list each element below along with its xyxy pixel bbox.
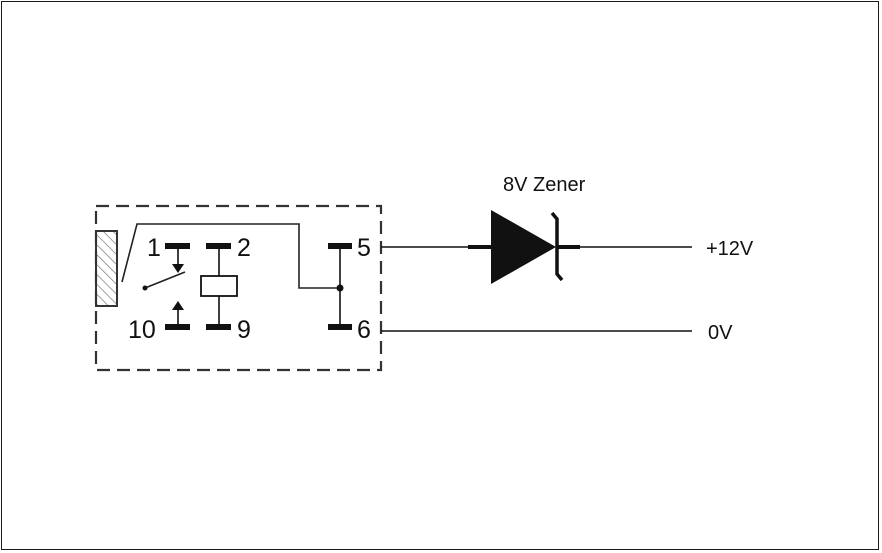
pin-10-arrow-head [172, 301, 184, 310]
pin-1-arrow-head [172, 264, 184, 273]
pin-1-label: 1 [147, 234, 161, 262]
pin-10-label: 10 [128, 316, 156, 344]
pin-5-pad [328, 243, 352, 249]
relay-coil [200, 275, 238, 297]
internal-wire [121, 223, 340, 289]
ground-label: 0V [708, 322, 733, 344]
bus-junction-dot [336, 284, 344, 292]
pin-6-pad [328, 324, 352, 330]
pin-10-pad [165, 324, 190, 330]
relay-body-outline [94, 204, 383, 372]
pin-1-pad [165, 243, 190, 249]
pin-2-label: 2 [237, 234, 251, 262]
zener-label: 8V Zener [503, 174, 586, 196]
zener-diode-triangle [491, 210, 556, 284]
pin-2-pad [206, 243, 231, 249]
pin-6-label: 6 [357, 316, 371, 344]
switch-pivot [142, 285, 148, 291]
supply-label: +12V [706, 238, 754, 260]
relay-hatched-block [95, 230, 118, 307]
pin-9-label: 9 [237, 316, 251, 344]
pin-9-pad [206, 324, 231, 330]
pin-5-label: 5 [357, 234, 371, 262]
switch-blade [144, 271, 186, 289]
